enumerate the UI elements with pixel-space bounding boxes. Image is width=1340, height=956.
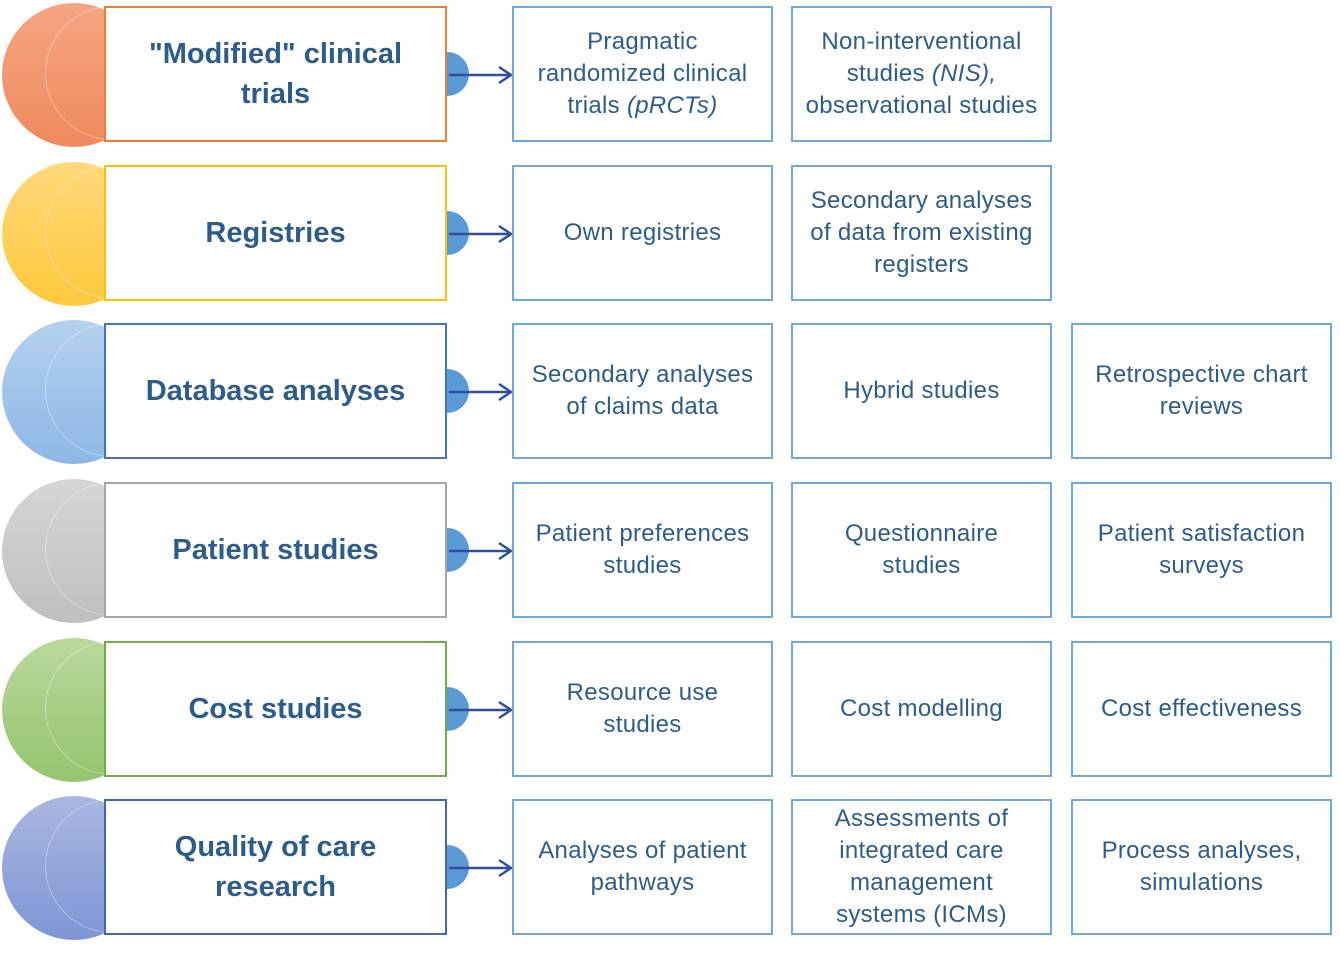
item-label: Retrospective chart reviews <box>1095 361 1308 420</box>
item-box: Patient satisfaction surveys <box>1071 482 1332 618</box>
category-box: Registries <box>104 165 447 301</box>
category-label: Patient studies <box>172 534 379 566</box>
item-box: Cost modelling <box>791 641 1052 777</box>
item-box: Assessments of integrated care managemen… <box>791 799 1052 935</box>
item-box: Hybrid studies <box>791 323 1052 459</box>
item-label: Assessments of integrated care managemen… <box>834 805 1009 928</box>
row-registries: Registries Own registries Secondary anal… <box>0 159 1340 309</box>
item-label: Hybrid studies <box>843 377 1000 404</box>
item-label: Resource use studies <box>566 679 719 738</box>
item-box: Resource use studies <box>512 641 773 777</box>
category-box: Cost studies <box>104 641 447 777</box>
item-label: Patient satisfaction surveys <box>1097 520 1306 579</box>
item-label: Secondary analyses of claims data <box>531 361 754 420</box>
category-label: Cost studies <box>188 693 363 725</box>
row-database-analyses: Database analyses Secondary analyses of … <box>0 317 1340 467</box>
category-label: Quality of care research <box>174 831 377 903</box>
item-box: Secondary analyses of claims data <box>512 323 773 459</box>
item-label: Own registries <box>563 219 722 246</box>
item-box: Non-interventional studies (NIS), observ… <box>791 6 1052 142</box>
arrow-icon <box>449 224 514 244</box>
item-label: Pragmatic randomized clinical trials (pR… <box>537 28 748 119</box>
item-label: Questionnaire studies <box>844 520 999 579</box>
row-quality-of-care-research: Quality of care research Analyses of pat… <box>0 793 1340 943</box>
item-box: Pragmatic randomized clinical trials (pR… <box>512 6 773 142</box>
item-box: Own registries <box>512 165 773 301</box>
item-box: Patient preferences studies <box>512 482 773 618</box>
arrow-icon <box>449 382 514 402</box>
category-label: Registries <box>205 217 346 249</box>
arrow-icon <box>449 541 514 561</box>
row-cost-studies: Cost studies Resource use studies Cost m… <box>0 635 1340 785</box>
arrow-icon <box>449 858 514 878</box>
item-box: Secondary analyses of data from existing… <box>791 165 1052 301</box>
category-box: Quality of care research <box>104 799 447 935</box>
item-label: Non-interventional studies (NIS), observ… <box>805 28 1038 119</box>
category-label: "Modified" clinical trials <box>148 38 403 110</box>
category-box: Patient studies <box>104 482 447 618</box>
category-box: Database analyses <box>104 323 447 459</box>
row-patient-studies: Patient studies Patient preferences stud… <box>0 476 1340 626</box>
arrow-icon <box>449 700 514 720</box>
item-label: Secondary analyses of data from existing… <box>810 187 1033 278</box>
item-box: Retrospective chart reviews <box>1071 323 1332 459</box>
arrow-icon <box>449 65 514 85</box>
item-label: Analyses of patient pathways <box>538 837 747 896</box>
category-label: Database analyses <box>145 375 406 407</box>
item-label: Process analyses, simulations <box>1101 837 1302 896</box>
item-label: Cost effectiveness <box>1100 695 1303 722</box>
item-box: Cost effectiveness <box>1071 641 1332 777</box>
row-modified-clinical-trials: "Modified" clinical trials Pragmatic ran… <box>0 0 1340 150</box>
item-label: Cost modelling <box>840 695 1003 722</box>
item-box: Process analyses, simulations <box>1071 799 1332 935</box>
item-label: Patient preferences studies <box>535 520 750 579</box>
item-box: Analyses of patient pathways <box>512 799 773 935</box>
category-box: "Modified" clinical trials <box>104 6 447 142</box>
item-box: Questionnaire studies <box>791 482 1052 618</box>
